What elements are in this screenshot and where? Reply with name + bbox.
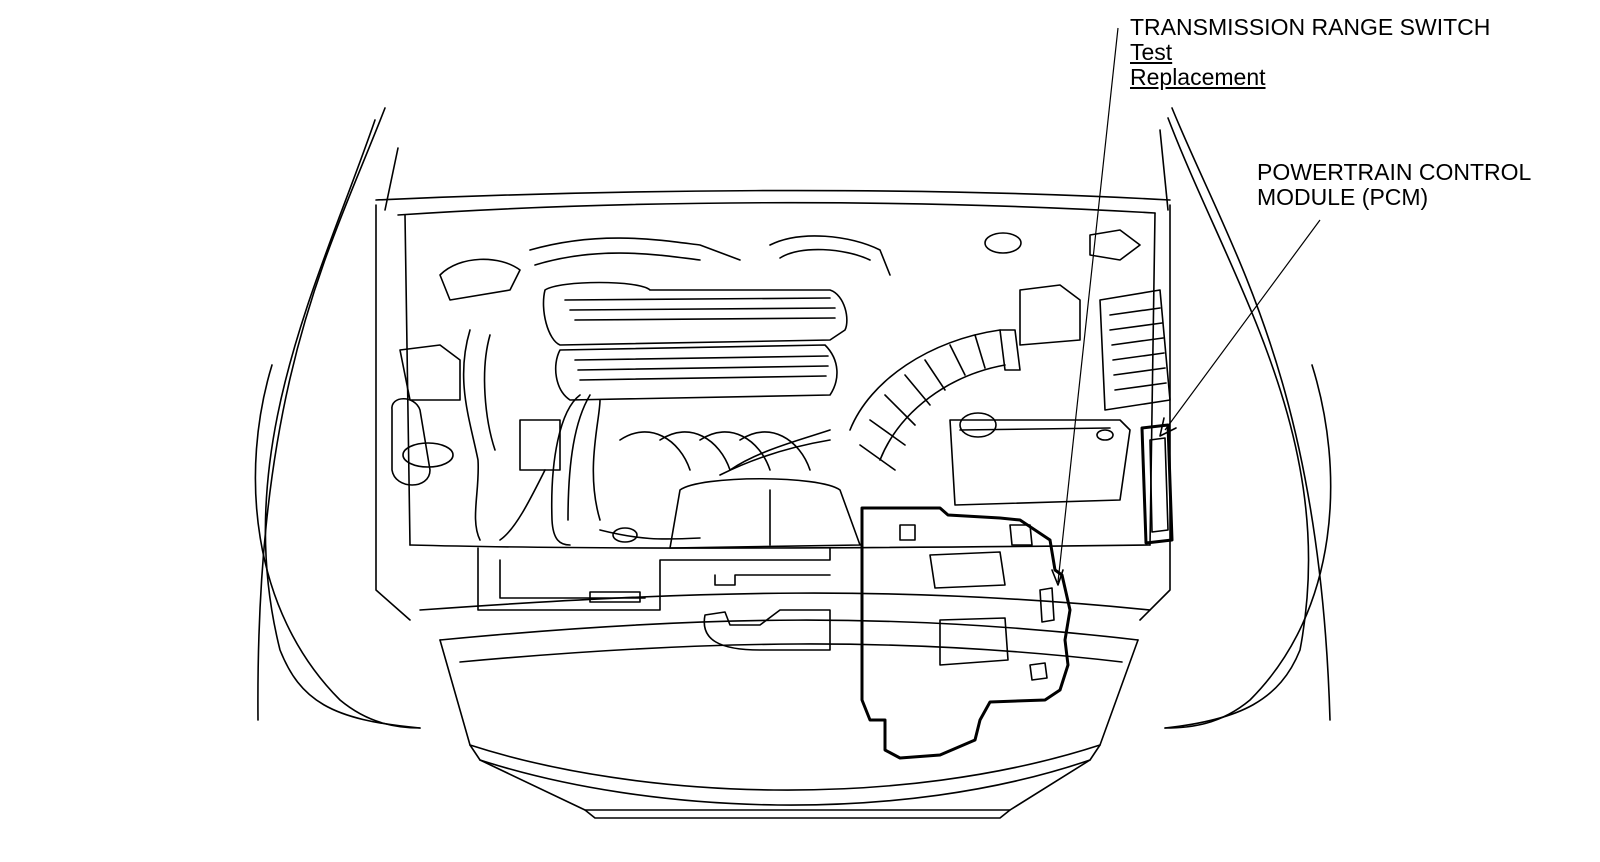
- engine-bay-frame: [375, 189, 1171, 549]
- pcm-callout: POWERTRAIN CONTROL MODULE (PCM): [1257, 160, 1531, 210]
- trs-leader-line: [1057, 27, 1119, 583]
- callout-title: TRANSMISSION RANGE SWITCH: [1130, 14, 1491, 40]
- radiator-support: [477, 547, 831, 651]
- engine-cover: [542, 281, 848, 521]
- hoses: [499, 235, 891, 546]
- vehicle-body-outline: [254, 107, 1332, 729]
- replacement-link[interactable]: Replacement: [1130, 64, 1266, 90]
- pcm-leader-arrow: [1159, 417, 1177, 437]
- air-cleaner-box: [1099, 289, 1171, 411]
- pcm-label-line2: MODULE (PCM): [1257, 184, 1429, 210]
- left-components: [391, 258, 521, 541]
- trs-leader-arrow: [1051, 569, 1064, 586]
- transmission-range-switch-callout: TRANSMISSION RANGE SWITCH Test Replaceme…: [1130, 15, 1490, 90]
- fuse-box: [669, 477, 861, 549]
- battery: [949, 412, 1131, 506]
- pcm-label-line1: POWERTRAIN CONTROL: [1257, 159, 1532, 185]
- intake-duct: [849, 229, 1141, 471]
- test-link[interactable]: Test: [1130, 39, 1173, 65]
- transmission-outline: [860, 506, 1072, 760]
- front-bumper: [419, 592, 1151, 819]
- pcm-leader-line: [1164, 219, 1321, 431]
- pcm-unit: [1140, 423, 1174, 545]
